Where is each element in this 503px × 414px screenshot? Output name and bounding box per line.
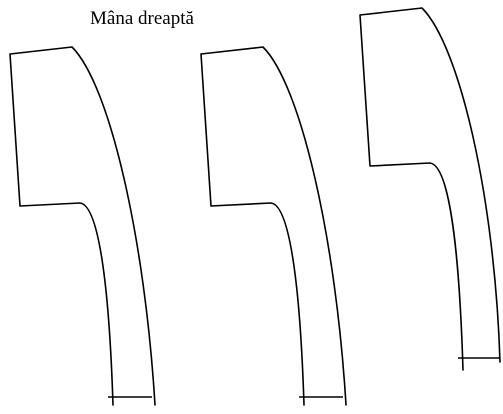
finger-shape-2: [200, 46, 347, 406]
finger-shape-2-outline: [200, 46, 347, 406]
finger-shape-1-outline: [9, 46, 156, 406]
finger-shape-3: [359, 7, 501, 371]
finger-shape-3-outline: [359, 7, 501, 371]
finger-shape-1: [9, 46, 156, 406]
caption-right-hand: Mâna dreaptă: [90, 8, 194, 29]
